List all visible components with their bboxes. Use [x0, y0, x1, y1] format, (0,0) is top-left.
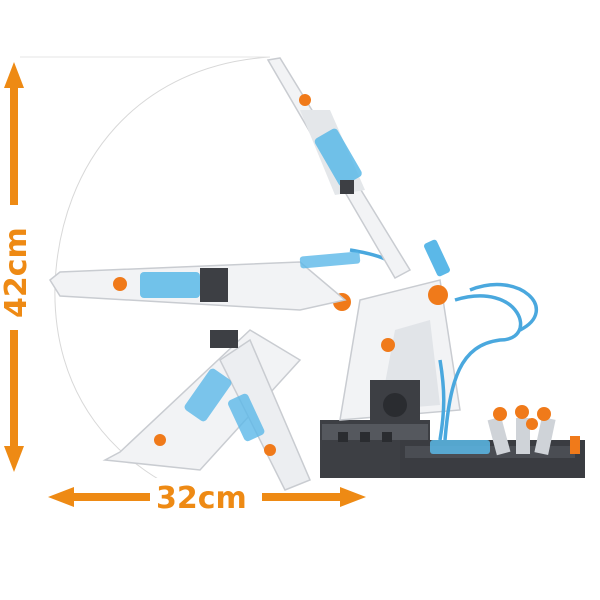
arrow-down-icon — [4, 446, 24, 472]
robot-tower — [333, 279, 461, 421]
joint-icon — [113, 277, 127, 291]
arm-horizontal — [49, 251, 361, 311]
width-dimension: 32cm — [48, 478, 366, 516]
arrow-up-icon — [4, 62, 24, 88]
knob-icon — [526, 418, 538, 430]
joint-icon — [428, 285, 448, 305]
width-label: 32cm — [156, 481, 247, 516]
knob-icon — [537, 407, 551, 421]
height-label: 42cm — [0, 227, 34, 318]
joint-icon — [154, 434, 166, 446]
joint-icon — [381, 338, 395, 352]
arm-raised — [266, 57, 450, 280]
height-dimension: 42cm — [0, 62, 34, 472]
knob-icon — [515, 405, 529, 419]
control-syringes — [430, 405, 580, 456]
arm-lowered — [102, 329, 311, 491]
joint-icon — [299, 94, 311, 106]
joint-icon — [264, 444, 276, 456]
arrow-left-icon — [48, 487, 74, 507]
arrow-right-icon — [340, 487, 366, 507]
knob-icon — [493, 407, 507, 421]
